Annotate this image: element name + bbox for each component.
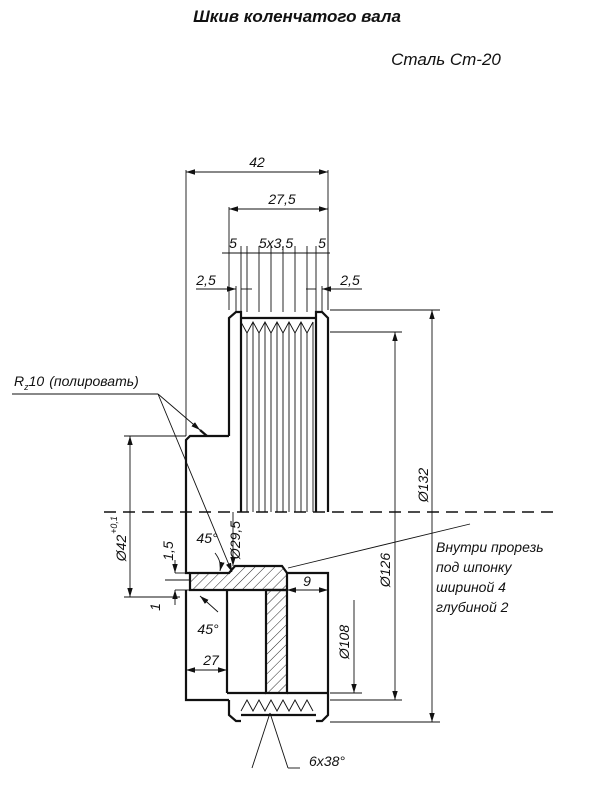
- svg-text:5: 5: [229, 235, 237, 251]
- svg-text:под шпонку: под шпонку: [436, 559, 513, 575]
- dim-hub-length: 27: [186, 652, 227, 673]
- pulley-hub: [184, 429, 229, 512]
- dim-inner-diameter: Ø108: [330, 600, 362, 694]
- svg-text:шириной 4: шириной 4: [436, 579, 506, 595]
- svg-text:+0,1: +0,1: [109, 516, 119, 534]
- svg-text:45°: 45°: [196, 530, 218, 546]
- svg-text:2,5: 2,5: [195, 272, 216, 288]
- material-label: Сталь Ст-20: [391, 50, 501, 69]
- svg-text:1,5: 1,5: [160, 541, 176, 561]
- dim-bore-diameter: Ø42 +0,1: [109, 435, 186, 598]
- svg-text:42: 42: [249, 154, 265, 170]
- dim-groove-zone: 27,5: [228, 191, 329, 310]
- roughness-callout: Rz10(полировать): [12, 373, 233, 573]
- keyway-note: Внутри прорезь под шпонку шириной 4 глуб…: [287, 523, 544, 615]
- svg-text:6х38°: 6х38°: [309, 753, 345, 769]
- svg-text:5х3,5: 5х3,5: [259, 235, 293, 251]
- svg-text:Внутри прорезь: Внутри прорезь: [436, 539, 544, 555]
- drawing-title: Шкив коленчатого вала: [193, 7, 401, 26]
- dim-chamfer-angles: 45° 45°: [196, 530, 225, 637]
- dim-hub-offset: 9: [287, 573, 328, 593]
- dim-overall-width: 42: [185, 154, 329, 436]
- svg-text:Rz10(полировать): Rz10(полировать): [14, 373, 139, 392]
- svg-text:45°: 45°: [197, 621, 219, 637]
- dim-groove-pitch: 5 5х3,5 5: [222, 235, 330, 312]
- svg-text:Ø29,5: Ø29,5: [227, 521, 243, 560]
- svg-text:2,5: 2,5: [339, 272, 360, 288]
- svg-text:Ø42: Ø42: [113, 535, 129, 563]
- dim-bore-chamfer: 1,5 1: [147, 541, 190, 611]
- svg-text:Ø132: Ø132: [415, 468, 431, 503]
- dim-outer-diameter: Ø132: [330, 309, 440, 723]
- dim-chamfers: 2,5 2,5: [195, 272, 362, 312]
- svg-text:9: 9: [303, 573, 311, 589]
- svg-text:Ø108: Ø108: [336, 625, 352, 660]
- svg-text:27: 27: [202, 652, 220, 668]
- svg-text:Ø126: Ø126: [377, 553, 393, 588]
- svg-text:глубиной 2: глубиной 2: [436, 599, 509, 615]
- svg-text:5: 5: [318, 235, 326, 251]
- svg-text:1: 1: [147, 603, 163, 611]
- dim-grooves: 6х38°: [251, 712, 345, 769]
- dim-hub-diameter: Ø29,5: [227, 512, 243, 566]
- dim-groove-diameter: Ø126: [330, 331, 402, 701]
- svg-text:27,5: 27,5: [267, 191, 295, 207]
- pulley-rim: [227, 310, 330, 512]
